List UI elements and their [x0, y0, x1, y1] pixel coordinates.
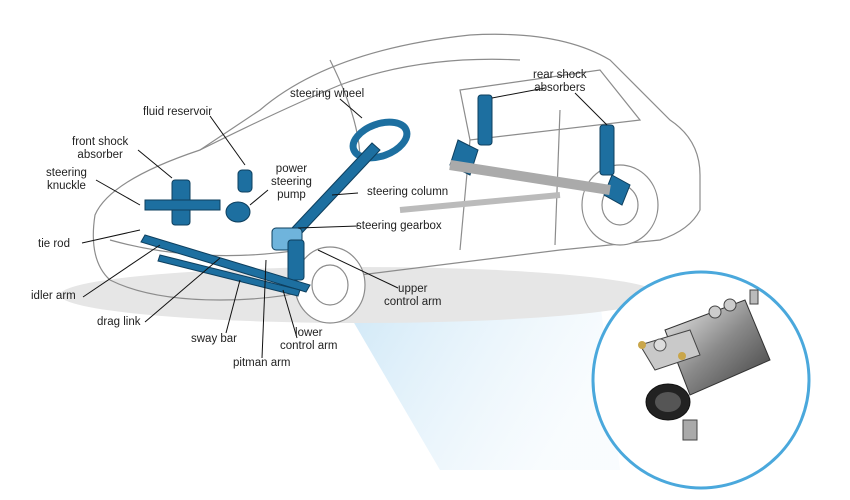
- label-power-steering-pump: power steering pump: [271, 163, 312, 201]
- label-upper-control-arm: upper control arm: [384, 283, 442, 308]
- label-fluid-reservoir: fluid reservoir: [143, 106, 213, 118]
- rear-axle: [449, 160, 611, 195]
- label-steering-column: steering column: [367, 186, 449, 198]
- label-drag-link: drag link: [97, 316, 141, 328]
- label-sway-bar: sway bar: [191, 333, 238, 345]
- label-steering-wheel: steering wheel: [290, 88, 365, 100]
- label-steering-gearbox: steering gearbox: [356, 220, 442, 232]
- label-rear-shock-absorbers: rear shock absorbers: [533, 69, 587, 94]
- gearbox-detail-illustration: [638, 289, 771, 441]
- leader-lines: [81, 87, 608, 359]
- label-idler-arm: idler arm: [31, 290, 76, 302]
- label-pitman-arm: pitman arm: [233, 357, 291, 369]
- steering-components: [140, 94, 631, 297]
- label-lower-control-arm: lower control arm: [280, 327, 338, 352]
- label-front-shock-absorber: front shock absorber: [72, 136, 129, 161]
- label-steering-knuckle: steering knuckle: [46, 167, 87, 192]
- drive-shaft: [399, 192, 561, 213]
- label-tie-rod: tie rod: [38, 238, 70, 250]
